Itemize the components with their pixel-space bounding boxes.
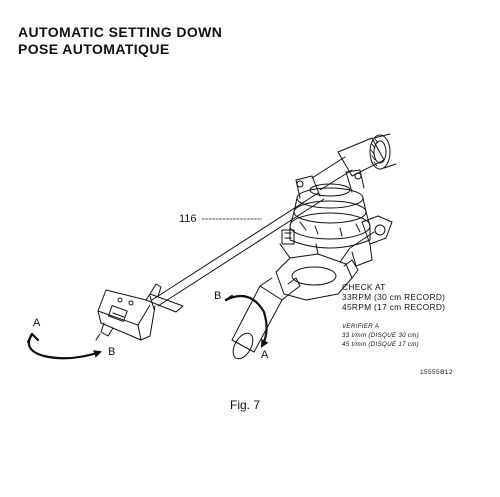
check-line-2: 33RPM (30 cm RECORD) <box>342 292 446 302</box>
title-french: POSE AUTOMATIQUE <box>18 41 170 57</box>
cue-lever-housing <box>275 243 359 301</box>
verify-line-2: 33 t/min (DISQUE 30 cm) <box>342 332 420 339</box>
figure-caption: Fig. 7 <box>230 398 261 412</box>
arrow-a-label-right: A <box>261 349 269 361</box>
drawing-code: 15555B12 <box>420 369 453 376</box>
verify-line-1: VERIFIER A <box>342 323 380 330</box>
tonearm-tube <box>149 192 325 310</box>
arrow-a-label-left: A <box>33 317 41 329</box>
check-instructions: CHECK AT 33RPM (30 cm RECORD) 45RPM (17 … <box>342 282 445 312</box>
anti-skating-mechanism <box>339 215 393 267</box>
verify-line-3: 45 t/min (DISQUE 17 cm) <box>342 341 420 348</box>
pivot-bearing <box>281 183 371 249</box>
arrow-b-label-right: B <box>214 290 222 302</box>
part-number-label: 116 <box>179 213 197 225</box>
check-line-1: CHECK AT <box>342 282 386 292</box>
arrow-b-label-left: B <box>108 346 116 358</box>
verify-instructions: VERIFIER A 33 t/min (DISQUE 30 cm) 45 t/… <box>342 322 419 349</box>
headshell-cartridge <box>95 283 184 341</box>
knob-rotation-arrow <box>224 294 269 348</box>
cue-knob <box>231 277 301 360</box>
headshell-rotation-arrow <box>26 332 102 360</box>
title-english: AUTOMATIC SETTING DOWN <box>18 24 223 40</box>
check-line-3: 45RPM (17 cm RECORD) <box>342 302 446 312</box>
counterweight-assembly <box>311 133 397 191</box>
